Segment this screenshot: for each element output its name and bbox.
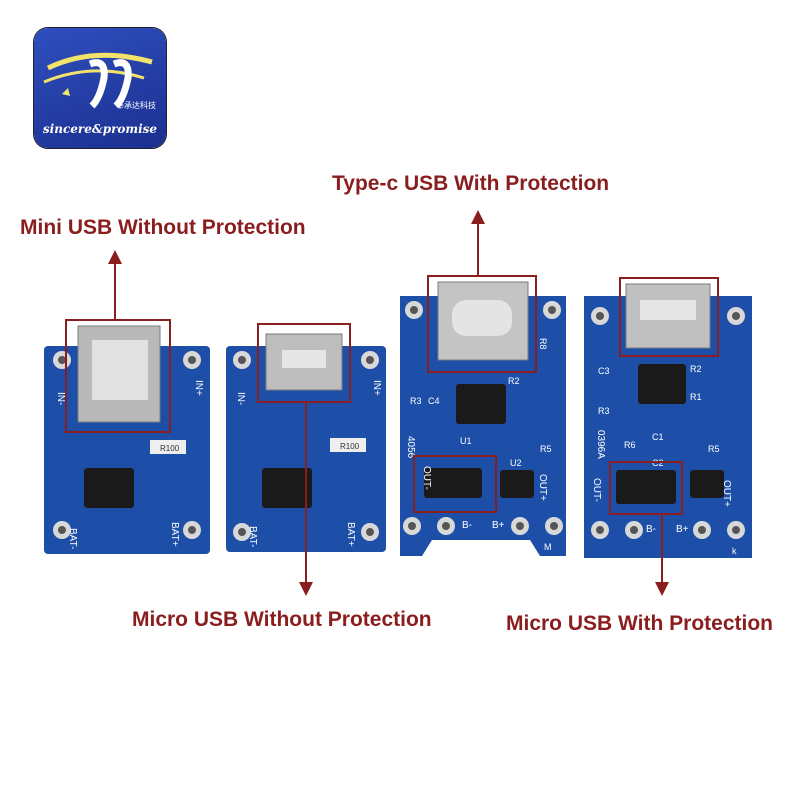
arrow-typec-head: [471, 210, 485, 224]
charger-chip: [84, 468, 134, 508]
arrow-mini-head: [108, 250, 122, 264]
board-micro-usb-with-protection: C3 R3 R2 R1 R6 R5 C1 C2 0396A OUT+ OUT- …: [584, 283, 752, 558]
r3-label: R3: [410, 396, 422, 406]
caption-type-c-usb-with-protection: Type-c USB With Protection: [332, 172, 610, 195]
r5-label: R5: [708, 444, 720, 454]
mosfet-chip: [690, 470, 724, 498]
board-type-c-with-protection: R8 R3 C4 R2 R5 U1 U2 4056 OUT+ OUT- B- B…: [400, 281, 566, 556]
out-minus-label: OUT-: [591, 478, 602, 502]
u2-label: U2: [510, 458, 522, 468]
k-label: k: [732, 546, 737, 556]
caption-micro-usb-with-protection: Micro USB With Protection: [506, 612, 773, 635]
in-minus-label: IN-: [235, 392, 246, 405]
caption-mini-usb-without-protection: Mini USB Without Protection: [20, 216, 306, 239]
protection-chip: [616, 470, 676, 504]
c3-label: C3: [598, 366, 610, 376]
highlight-box-protection-type-c: [413, 455, 497, 513]
c1-label: C1: [652, 432, 664, 442]
out-minus-label: OUT-: [421, 466, 432, 490]
logo-chinese-text: 奉承达科技: [116, 101, 156, 110]
bat-minus-label: BAT-: [67, 528, 78, 549]
code-label: 4056: [405, 436, 416, 459]
r6-label: R6: [624, 440, 636, 450]
b-plus-label: B+: [492, 520, 505, 531]
logo-text: sincere&promise: [42, 122, 158, 136]
r5-label: R5: [540, 444, 552, 454]
protection-chip: [424, 468, 482, 498]
charger-chip: [456, 384, 506, 424]
in-plus-label: IN+: [193, 380, 204, 396]
b-minus-label: B-: [646, 524, 656, 535]
brand-logo: 奉承达科技 sincere&promise: [34, 28, 166, 148]
b-plus-label: B+: [676, 524, 689, 535]
r100-label: R100: [160, 444, 180, 453]
r100-label: R100: [340, 442, 360, 451]
r2-label: R2: [690, 364, 702, 374]
mosfet-chip: [500, 470, 534, 498]
bat-minus-label: BAT-: [247, 526, 258, 547]
r1-label: R1: [690, 392, 702, 402]
in-minus-label: IN-: [55, 392, 66, 405]
bat-plus-label: BAT+: [169, 522, 180, 547]
charger-chip: [262, 468, 312, 508]
bat-plus-label: BAT+: [345, 522, 356, 547]
out-plus-label: OUT+: [537, 474, 548, 501]
arrow-micro2-head: [655, 582, 669, 596]
c4-label: C4: [428, 396, 440, 406]
highlight-box-type-c: [427, 275, 537, 373]
highlight-box-micro-usb-1: [257, 323, 351, 403]
r2-label: R2: [508, 376, 520, 386]
arrow-micro1-head: [299, 582, 313, 596]
m-label: M: [544, 542, 552, 552]
in-plus-label: IN+: [371, 380, 382, 396]
b-minus-label: B-: [462, 520, 472, 531]
board-mini-usb: R100 IN- IN+ BAT- BAT+: [44, 325, 210, 554]
r8-label: R8: [538, 338, 548, 350]
highlight-box-micro-usb-2: [619, 277, 719, 357]
caption-micro-usb-without-protection: Micro USB Without Protection: [132, 608, 432, 631]
code-label: 0396A: [595, 430, 606, 459]
logo-graphic: [43, 52, 153, 109]
highlight-box-protection-micro: [609, 461, 683, 515]
charger-chip: [638, 364, 686, 404]
highlight-box-mini-usb: [65, 319, 171, 433]
r3-label: R3: [598, 406, 610, 416]
out-plus-label: OUT+: [721, 480, 732, 507]
u1-label: U1: [460, 436, 472, 446]
